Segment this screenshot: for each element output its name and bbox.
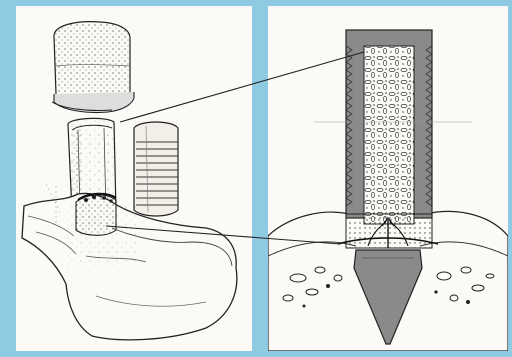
cap-icon bbox=[52, 22, 134, 113]
threaded-cylinder-icon bbox=[134, 122, 178, 216]
right-illustration bbox=[268, 6, 508, 351]
left-illustration bbox=[16, 6, 252, 351]
right-illustration-panel bbox=[268, 6, 508, 351]
threaded-tube-icon bbox=[346, 30, 432, 224]
bone-block-icon bbox=[22, 184, 237, 340]
left-illustration-panel bbox=[16, 6, 252, 351]
collar-zone-icon bbox=[338, 214, 438, 248]
